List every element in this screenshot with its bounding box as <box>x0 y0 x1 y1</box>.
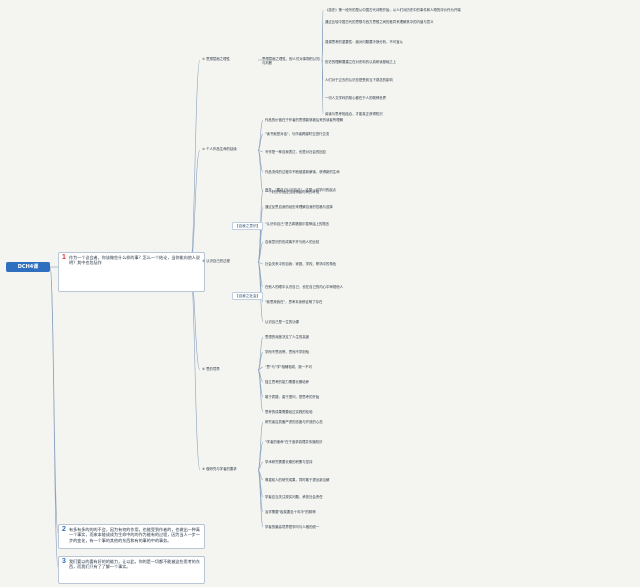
leaf-3-2[interactable]: "思"与"学"相辅相成，缺一不可 <box>265 365 312 369</box>
branch-4[interactable]: ⑤ 做研究与学者的要求 <box>202 467 237 471</box>
edge-leaf-2-3 <box>257 241 264 263</box>
edge-leaf-4-1 <box>257 441 264 471</box>
callout-3: 3 我们要以的要有好的的能力，让以此，你的是一切都不能被这些思考的东西，而我们只… <box>58 556 205 584</box>
edge-leaf-4-2 <box>257 461 264 471</box>
leaf-2-3[interactable]: 自我意识的形成离不开与他人的比较 <box>265 240 320 244</box>
leaf-2-1[interactable]: 通过反思自身的经历来理解自身的性格与选择 <box>265 205 333 209</box>
leaf-0-3[interactable]: 历史的理解要建立在对史料的认真研读基础之上 <box>325 60 397 64</box>
leaf-0-1[interactable]: 通过比较中国古代的思想与西方思想之间的差异来理解其中的内涵与意义 <box>325 20 434 24</box>
tag-2-0: 【自我之意识】 <box>232 222 264 230</box>
edge-leaf-0-2 <box>321 41 324 61</box>
edge-trunk-branch-4 <box>189 266 201 471</box>
leaf-4-5[interactable]: 治学需要"板凳要坐十年冷"的精神 <box>265 510 316 514</box>
callout-1: 1 作为一个议会者，你该做些什么样的事？怎么一个结论，当你能向他人说明？其中也包… <box>58 252 205 292</box>
callout-3-number: 3 <box>62 558 66 565</box>
leaf-4-0[interactable]: 研究者应具备严谨的态度与开放的心态 <box>265 420 323 424</box>
leaf-0-5[interactable]: 一切人文学科的核心都在于人的精神世界 <box>325 96 387 100</box>
branch-0-sub[interactable]: 思想层面之理性，即人们对事物的认知与判断 <box>262 57 320 66</box>
leaf-0-6[interactable]: 阅读与思考相结合，才能真正获得知识 <box>325 112 383 116</box>
leaf-1-2[interactable]: 写作是一种自我表达，也是对社会的回应 <box>265 150 327 154</box>
leaf-1-4[interactable]: 一个好的作品应当经得起时间的考验 <box>265 190 320 194</box>
leaf-4-4[interactable]: 学者应当关注现实问题，承担社会责任 <box>265 495 323 499</box>
edge-leaf-3-0 <box>257 336 264 371</box>
edge-leaf-4-0 <box>257 421 264 471</box>
callout-2-number: 2 <box>62 526 66 533</box>
leaf-2-5[interactable]: 在他人的眼中认识自己，也在自己的内心中审视他人 <box>265 285 343 289</box>
branch-3[interactable]: ④ 思的境界 <box>202 367 220 371</box>
leaf-4-2[interactable]: 学术研究需要长期的积累与坚持 <box>265 460 313 464</box>
edge-leaf-3-2 <box>257 366 264 371</box>
leaf-1-0[interactable]: 作品的价值在于作者的思想能够被后来的读者所理解 <box>265 118 343 122</box>
edge-leaf-1-1 <box>257 133 264 151</box>
branch-2[interactable]: ③ 认识自己的过程 <box>202 259 230 263</box>
leaf-3-5[interactable]: 思考的成果需要经过实践的检验 <box>265 410 313 414</box>
tag-2-1: 【自我之社会】 <box>232 292 264 300</box>
branch-0[interactable]: ① 思想层面之理性 <box>202 57 230 61</box>
callout-3-text: 我们要以的要有好的的能力，让以此，你的是一切都不能被这些思考的东西，而我们只有了… <box>69 559 200 570</box>
leaf-0-4[interactable]: 人们对于过去的认识总是受到当下观念的影响 <box>325 78 393 82</box>
root-node[interactable]: DCH4课 <box>6 262 50 272</box>
callout-1-number: 1 <box>62 254 66 261</box>
edge-trunk-branch-0 <box>189 59 201 268</box>
edge-leaf-2-4 <box>257 261 264 265</box>
callout-1-text: 作为一个议会者，你该做些什么样的事？怎么一个结论，当你能向他人说明？其中也包括作 <box>69 255 200 266</box>
leaf-1-1[interactable]: "读书就是对话"，与作者跨越时空进行交流 <box>265 132 330 136</box>
leaf-0-2[interactable]: 强调思考的重要性：面对问题要冷静分析，不可盲从 <box>325 40 403 44</box>
leaf-2-6[interactable]: "我思故我在"，思考本身即证明了存在 <box>265 300 323 304</box>
leaf-4-3[interactable]: 尊重前人的研究成果，同时敢于提出新见解 <box>265 478 330 482</box>
leaf-2-7[interactable]: 认识自己是一生的功课 <box>265 320 299 324</box>
callout-2: 2 有多有多的的的不会，因为有何的作用，也能受到作者的，也做出一种真一个事实，而… <box>58 524 205 549</box>
edge-leaf-4-6 <box>257 469 264 528</box>
edge-leaf-3-1 <box>257 351 264 371</box>
leaf-2-0[interactable]: 首先，"要自己认识自己"，这是一切学问的起点 <box>265 188 336 192</box>
edge-leaf-0-6 <box>321 59 324 115</box>
edge-leaf-1-2 <box>257 149 264 153</box>
leaf-4-6[interactable]: 学者的最高境界是学问与人格的统一 <box>265 525 320 529</box>
edge-leaf-3-5 <box>257 369 264 413</box>
leaf-2-4[interactable]: 社会关系中的自我：家庭、学校、职场中的角色 <box>265 262 337 266</box>
leaf-3-3[interactable]: 独立思考的能力需要长期培养 <box>265 380 310 384</box>
edge-leaf-1-4 <box>257 149 264 193</box>
leaf-3-0[interactable]: 思想的深度决定了人生的高度 <box>265 335 310 339</box>
edge-root-callout-3 <box>49 266 59 568</box>
leaf-0-0[interactable]: 《游史》第一段写的是从中国古代诗歌开始，以人们对历史中的事件和人物的评价作为开端 <box>325 8 461 12</box>
leaf-3-4[interactable]: 敢于质疑，善于提问，是思考的开始 <box>265 395 320 399</box>
leaf-4-1[interactable]: "学者的使命"在于追求真理并传播知识 <box>265 440 323 444</box>
branch-1[interactable]: ② 个人作品生命的延续 <box>202 147 237 151</box>
leaf-3-1[interactable]: 学而不思则罔，思而不学则殆 <box>265 350 310 354</box>
leaf-2-2[interactable]: "认识你自己"是古希腊德尔斐神庙上的箴言 <box>265 222 330 226</box>
callout-2-text: 有多有多的的的不会，因为有何的作用，也能受到作者的，也做出一种真一个事实，而来本… <box>69 527 200 543</box>
leaf-1-3[interactable]: 作品流传的过程中不断被重新解读，获得新的生命 <box>265 170 340 174</box>
edge-leaf-4-5 <box>257 469 264 513</box>
